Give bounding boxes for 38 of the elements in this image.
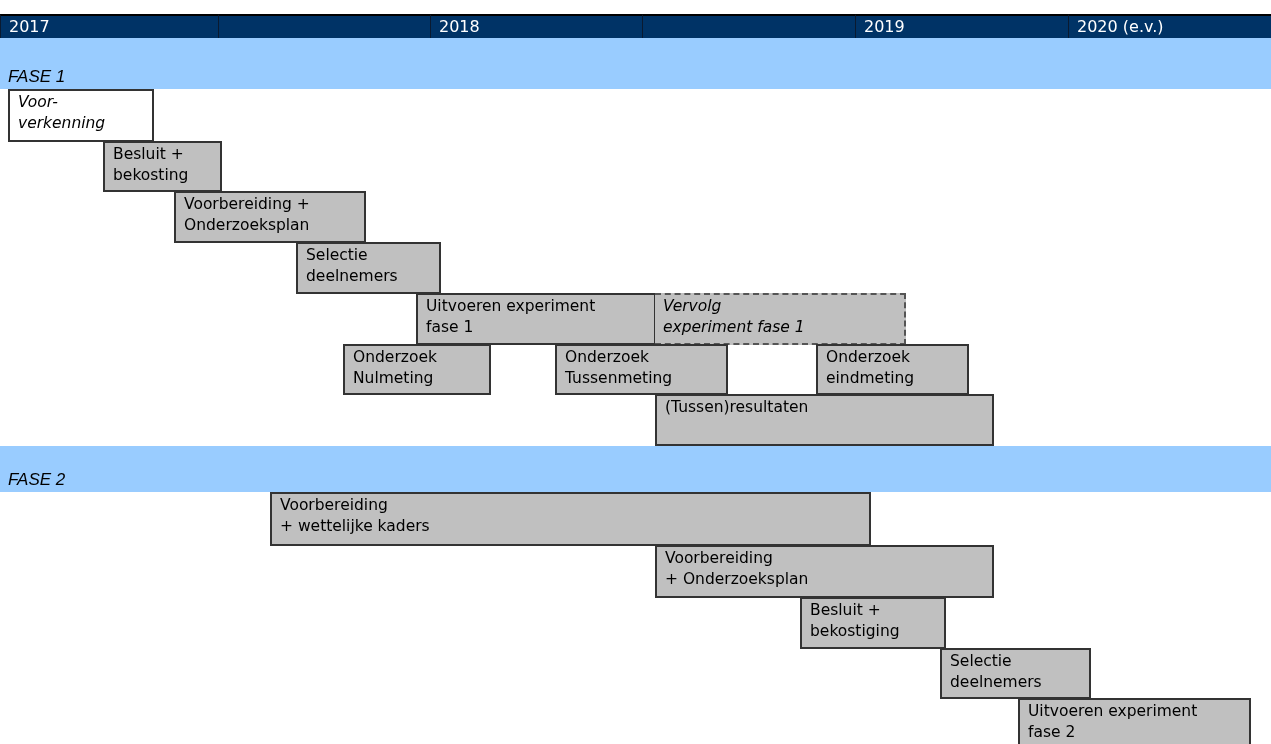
task-bar xyxy=(655,293,906,345)
task-bar xyxy=(174,191,366,243)
task-label: (Tussen)resultaten xyxy=(665,397,809,418)
year-label: 2018 xyxy=(439,17,480,37)
phase-title: FASE 2 xyxy=(8,469,66,490)
task-label: Selectie deelnemers xyxy=(950,651,1042,693)
year-label: 2020 (e.v.) xyxy=(1077,17,1164,37)
task-bar xyxy=(940,648,1091,699)
task-bar xyxy=(655,545,994,598)
task-label: Besluit + bekosting xyxy=(113,144,189,186)
task-label: Voorbereiding + wettelijke kaders xyxy=(280,495,430,537)
task-bar xyxy=(296,242,441,294)
task-label: Onderzoek Nulmeting xyxy=(353,347,437,389)
task-bar xyxy=(416,293,656,345)
task-label: Selectie deelnemers xyxy=(306,245,398,287)
task-bar xyxy=(270,492,871,546)
year-label: 2019 xyxy=(864,17,905,37)
task-bar xyxy=(1018,698,1251,744)
task-label: Onderzoek Tussenmeting xyxy=(565,347,673,389)
task-bar xyxy=(816,344,969,395)
task-label: Voor- verkenning xyxy=(18,92,106,134)
task-bar xyxy=(555,344,728,395)
year-label: 2017 xyxy=(9,17,50,37)
task-bar xyxy=(103,141,222,192)
task-label: Onderzoek eindmeting xyxy=(826,347,915,389)
task-label: Uitvoeren experiment fase 1 xyxy=(426,296,596,338)
task-bar xyxy=(800,597,946,649)
phase-title: FASE 1 xyxy=(8,66,66,87)
task-bar xyxy=(8,89,154,142)
phase-band xyxy=(0,38,1271,89)
task-bar xyxy=(343,344,491,395)
task-label: Vervolg experiment fase 1 xyxy=(663,296,805,338)
task-label: Voorbereiding + Onderzoeksplan xyxy=(665,548,809,590)
task-label: Uitvoeren experiment fase 2 xyxy=(1028,701,1198,743)
task-bar xyxy=(655,394,994,446)
task-label: Voorbereiding + Onderzoeksplan xyxy=(184,194,310,236)
phase-band xyxy=(0,446,1271,492)
task-label: Besluit + bekostiging xyxy=(810,600,900,642)
